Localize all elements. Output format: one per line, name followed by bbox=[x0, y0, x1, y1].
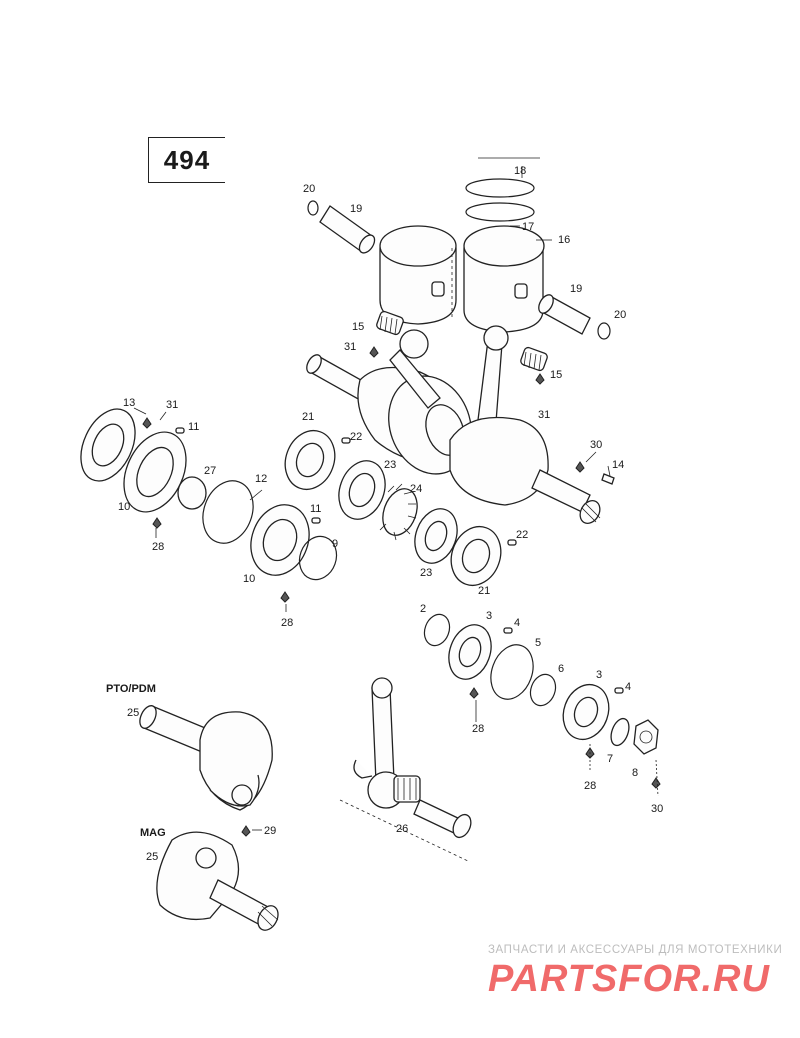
callout-28-mid: 28 bbox=[281, 617, 293, 629]
needle-bearing-right bbox=[520, 346, 548, 372]
o-ring-5 bbox=[490, 644, 534, 700]
washer-7 bbox=[610, 717, 630, 747]
o-ring-12 bbox=[202, 480, 254, 544]
callout-30-upper: 30 bbox=[590, 439, 602, 451]
callout-23-upper: 23 bbox=[384, 459, 396, 471]
callout-28-upper: 28 bbox=[152, 541, 164, 553]
watermark-subtitle: ЗАПЧАСТИ И АКСЕССУАРЫ ДЛЯ МОТОТЕХНИКИ bbox=[488, 944, 783, 956]
callout-21-upper: 21 bbox=[302, 411, 314, 423]
dowel-pins bbox=[175, 427, 624, 694]
callout-29: 29 bbox=[264, 825, 276, 837]
callout-31-left: 31 bbox=[344, 341, 356, 353]
diagram-number: 494 bbox=[163, 144, 211, 175]
callout-22-upper: 22 bbox=[350, 431, 362, 443]
callout-15-left: 15 bbox=[352, 321, 364, 333]
seal-3-lower bbox=[562, 683, 610, 741]
bearing-10-lower bbox=[250, 504, 310, 576]
callout-3-lower: 3 bbox=[596, 669, 602, 681]
callout-15-right: 15 bbox=[550, 369, 562, 381]
callout-31-far-left: 31 bbox=[166, 399, 178, 411]
crank-half-mag bbox=[156, 831, 279, 931]
piston-pin-left bbox=[319, 205, 376, 254]
callout-19-right: 19 bbox=[570, 283, 582, 295]
callout-24: 24 bbox=[410, 483, 422, 495]
callout-4-upper: 4 bbox=[514, 617, 520, 629]
bearing-10-upper bbox=[123, 431, 187, 513]
callout-31-right: 31 bbox=[538, 409, 550, 421]
section-label-mag: MAG bbox=[140, 827, 166, 839]
callout-11-upper: 11 bbox=[188, 421, 199, 433]
callout-26: 26 bbox=[396, 823, 408, 835]
callout-23-lower: 23 bbox=[420, 567, 432, 579]
bearing-21-upper bbox=[284, 429, 336, 491]
callout-2: 2 bbox=[420, 603, 426, 615]
callout-3-upper: 3 bbox=[486, 610, 492, 622]
ring-9 bbox=[298, 535, 338, 581]
callout-18: 18 bbox=[514, 165, 526, 177]
callout-5: 5 bbox=[535, 637, 541, 649]
circlip-left bbox=[307, 200, 319, 216]
connecting-rod-assembly bbox=[339, 677, 472, 863]
crankshaft-assembly bbox=[306, 325, 601, 524]
piston-pin-right bbox=[538, 294, 591, 335]
oil-seal-13 bbox=[80, 408, 136, 482]
callout-28-right: 28 bbox=[472, 723, 484, 735]
seal-3-upper bbox=[448, 624, 492, 680]
callout-14: 14 bbox=[612, 459, 624, 471]
callout-6: 6 bbox=[558, 663, 564, 675]
watermark-logo[interactable]: PARTSFOR.RU bbox=[488, 958, 770, 1000]
seal-23-right bbox=[414, 508, 458, 564]
callout-21-lower: 21 bbox=[478, 585, 490, 597]
ring-2 bbox=[423, 613, 451, 647]
section-label-pto: PTO/PDM bbox=[106, 683, 156, 695]
callout-22-lower: 22 bbox=[516, 529, 528, 541]
callout-10-lower: 10 bbox=[243, 573, 255, 585]
callout-labels: 20 19 18 17 16 19 20 15 31 15 31 13 31 1… bbox=[106, 165, 663, 863]
left-piston bbox=[379, 225, 457, 325]
callout-16: 16 bbox=[558, 234, 570, 246]
callout-11-lower: 11 bbox=[310, 503, 321, 515]
callout-20-left: 20 bbox=[303, 183, 315, 195]
callout-7: 7 bbox=[607, 753, 613, 765]
needle-bearing-left bbox=[376, 310, 404, 336]
sleeve-27 bbox=[177, 476, 207, 510]
ring-6 bbox=[529, 673, 557, 707]
bearing-21-lower bbox=[450, 525, 502, 587]
callout-9: 9 bbox=[332, 538, 338, 550]
piston-rings bbox=[465, 157, 540, 222]
circlip-right bbox=[597, 322, 611, 340]
callout-25-pto: 25 bbox=[127, 707, 139, 719]
callout-30-lower: 30 bbox=[651, 803, 663, 815]
callout-27: 27 bbox=[204, 465, 216, 477]
callout-19-left: 19 bbox=[350, 203, 362, 215]
callout-20-right: 20 bbox=[614, 309, 626, 321]
nut-8 bbox=[633, 719, 659, 755]
callout-4-lower: 4 bbox=[625, 681, 631, 693]
grease-points bbox=[142, 346, 661, 837]
callout-13: 13 bbox=[123, 397, 135, 409]
callout-12: 12 bbox=[255, 473, 267, 485]
callout-25-mag: 25 bbox=[146, 851, 158, 863]
right-piston bbox=[463, 225, 545, 333]
leader-lines bbox=[133, 166, 659, 831]
crank-half-pto bbox=[139, 705, 273, 811]
diagram-number-box: 494 bbox=[148, 137, 225, 183]
callout-10-upper: 10 bbox=[118, 501, 130, 513]
callout-28-far-right: 28 bbox=[584, 780, 596, 792]
seal-23-left bbox=[338, 460, 386, 520]
callout-17: 17 bbox=[522, 221, 534, 233]
callout-8: 8 bbox=[632, 767, 638, 779]
gear-24 bbox=[379, 483, 418, 541]
